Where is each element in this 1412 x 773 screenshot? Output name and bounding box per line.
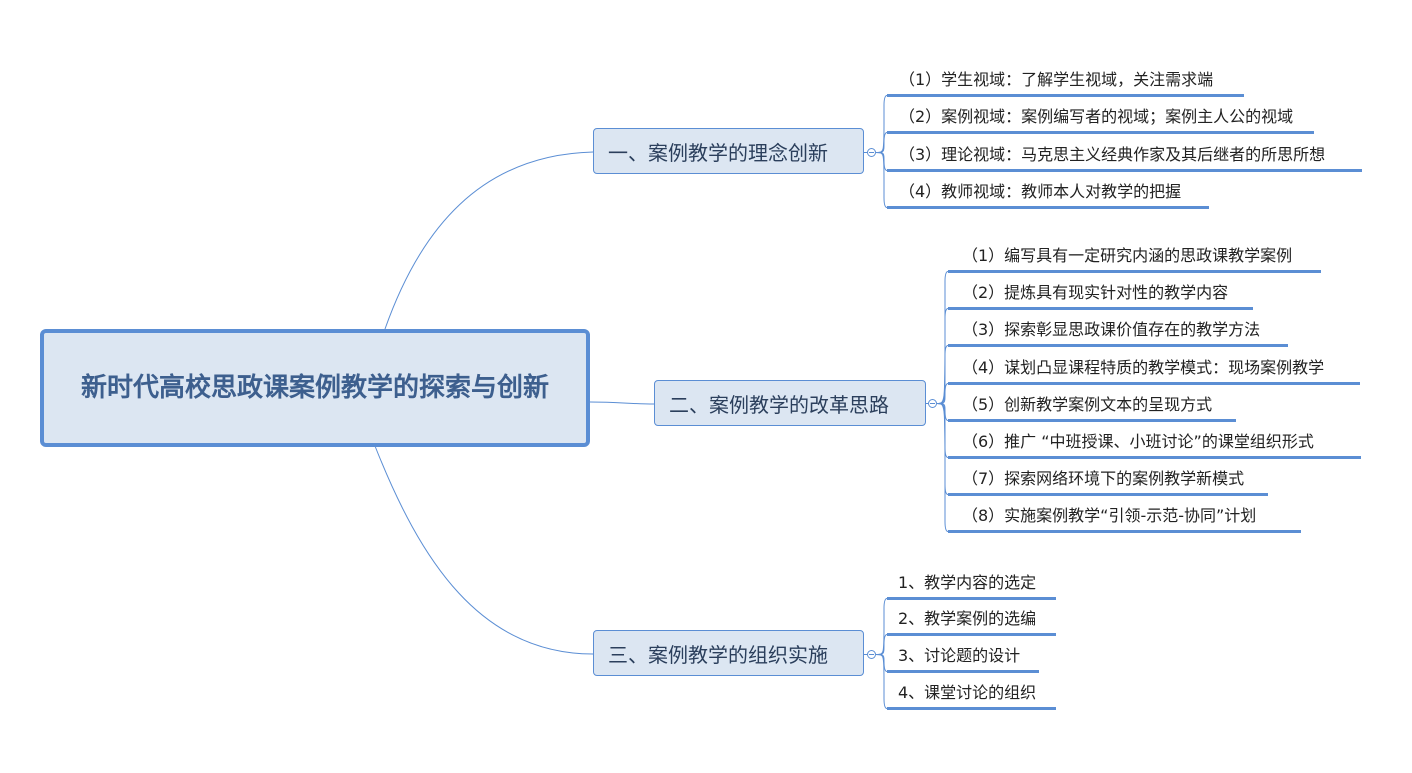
collapse-toggle-icon[interactable]	[867, 148, 876, 157]
subtopic[interactable]: （2）提炼具有现实针对性的教学内容	[948, 277, 1253, 310]
branch-topic-reform-ideas[interactable]: 二、案例教学的改革思路	[654, 380, 926, 426]
branch-topic-implementation[interactable]: 三、案例教学的组织实施	[593, 630, 864, 676]
subtopic[interactable]: （6）推广 “中班授课、小班讨论”的课堂组织形式	[948, 426, 1361, 459]
root-connector	[384, 151, 594, 330]
leaf-connector	[875, 654, 888, 709]
leaf-connector	[875, 654, 888, 672]
leaf-connector	[936, 271, 949, 404]
branch-label: 二、案例教学的改革思路	[669, 392, 889, 417]
subtopic[interactable]: 2、教学案例的选编	[887, 603, 1056, 636]
leaf-connector	[936, 345, 949, 404]
root-topic[interactable]: 新时代高校思政课案例教学的探索与创新	[40, 329, 590, 447]
subtopic[interactable]: （5）创新教学案例文本的呈现方式	[948, 389, 1236, 422]
subtopic[interactable]: （8）实施案例教学“引领-示范-协同”计划	[948, 500, 1301, 533]
leaf-connector	[936, 403, 949, 532]
subtopic[interactable]: 3、讨论题的设计	[887, 640, 1039, 673]
leaf-connector	[936, 403, 949, 495]
branch-label: 三、案例教学的组织实施	[608, 642, 828, 667]
branch-label: 一、案例教学的理念创新	[608, 140, 828, 165]
leaf-connector	[875, 152, 888, 171]
collapse-toggle-icon[interactable]	[928, 399, 937, 408]
subtopic[interactable]: （3）探索彰显思政课价值存在的教学方法	[948, 314, 1288, 347]
root-topic-label: 新时代高校思政课案例教学的探索与创新	[80, 373, 549, 403]
subtopic[interactable]: （3）理论视域：马克思主义经典作家及其后继者的所思所想	[887, 139, 1362, 172]
leaf-connector	[875, 634, 888, 655]
subtopic[interactable]: （1）学生视域：了解学生视域，关注需求端	[887, 64, 1244, 97]
leaf-connector	[875, 95, 888, 153]
branch-topic-concept-innovation[interactable]: 一、案例教学的理念创新	[593, 128, 864, 174]
root-connector	[589, 401, 655, 405]
leaf-connector	[875, 152, 888, 208]
subtopic[interactable]: （2）案例视域：案例编写者的视域；案例主人公的视域	[887, 101, 1314, 134]
subtopic[interactable]: （4）谋划凸显课程特质的教学模式：现场案例教学	[948, 352, 1360, 385]
leaf-connector	[936, 383, 949, 404]
leaf-connector	[875, 598, 888, 655]
collapse-toggle-icon[interactable]	[867, 650, 876, 659]
leaf-connector	[936, 403, 949, 421]
subtopic[interactable]: （1）编写具有一定研究内涵的思政课教学案例	[948, 240, 1321, 273]
root-connector	[374, 445, 594, 655]
subtopic[interactable]: （4）教师视域：教师本人对教学的把握	[887, 176, 1209, 209]
leaf-connector	[936, 403, 949, 458]
leaf-connector	[875, 132, 888, 153]
subtopic[interactable]: 4、课堂讨论的组织	[887, 677, 1056, 710]
leaf-connector	[936, 308, 949, 404]
subtopic[interactable]: 1、教学内容的选定	[887, 567, 1056, 600]
subtopic[interactable]: （7）探索网络环境下的案例教学新模式	[948, 463, 1268, 496]
